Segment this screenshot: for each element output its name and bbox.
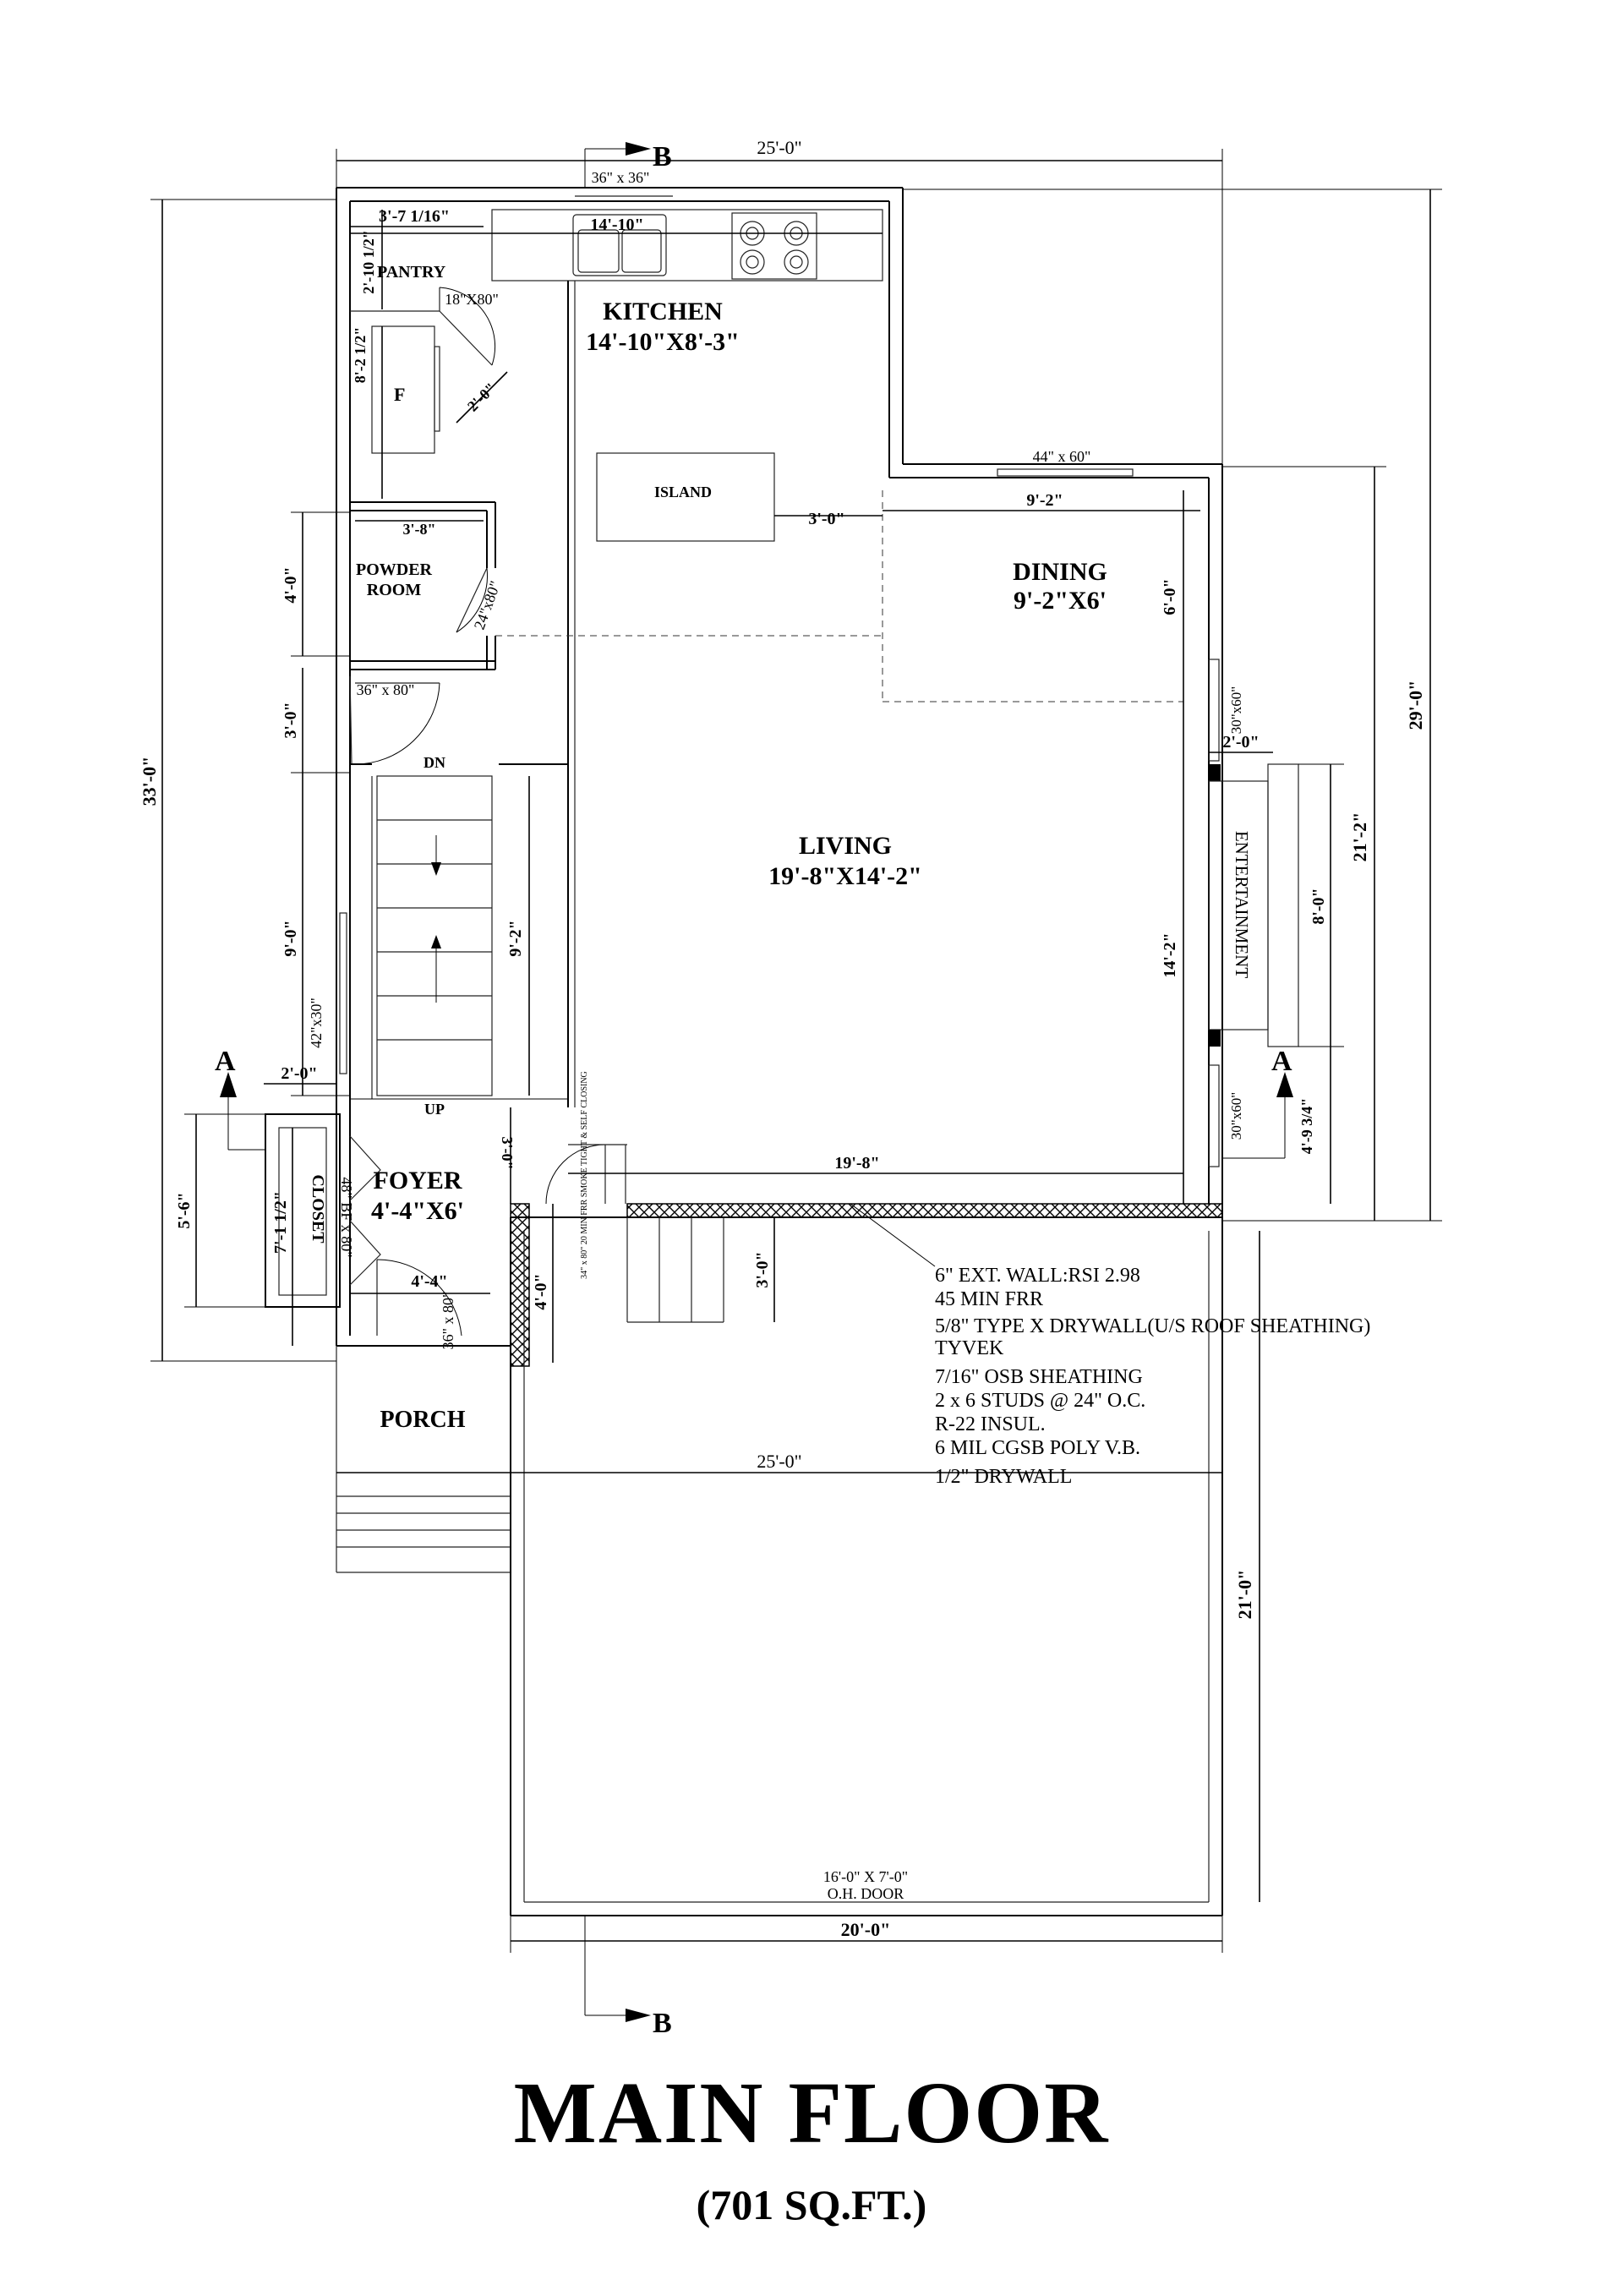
foyer-width-dim: 4'-4" — [411, 1272, 447, 1291]
section-mark-b-top: B — [653, 141, 672, 172]
dining-width-dim: 9'-2" — [1026, 491, 1063, 510]
garage-door-label: O.H. DOOR — [828, 1885, 904, 1902]
entertainment-area — [1208, 659, 1299, 1167]
overall-mid-dim: 25'-0" — [757, 1451, 801, 1472]
pantry-label: PANTRY — [377, 263, 446, 282]
stair-window-label: 42"x30" — [308, 998, 325, 1048]
island-counter — [596, 452, 775, 542]
section-mark-a-left: A — [215, 1046, 236, 1077]
living-size: 19'-8"X14'-2" — [768, 862, 922, 890]
dining-size: 9'-2"X6' — [1014, 587, 1107, 615]
closet-door-label: 48" BF x 80" — [338, 1177, 355, 1257]
right-overall-dim: 29'-0" — [1405, 681, 1426, 730]
powder-label-1: POWDER — [356, 560, 433, 579]
garage-door-size: 16'-0" X 7'-0" — [823, 1868, 908, 1885]
porch-label: PORCH — [380, 1407, 465, 1433]
kitchen-window-label: 44" x 60" — [1033, 448, 1091, 465]
garage-step-dim: 3'-0" — [753, 1251, 772, 1287]
section-cuts — [220, 142, 1293, 2022]
stair-length-dim: 9'-2" — [506, 920, 525, 956]
powder-door-label: 24"x80" — [471, 578, 504, 631]
powder-depth-dim: 4'-0" — [281, 566, 300, 603]
living-depth-dim: 14'-2" — [1161, 932, 1179, 977]
floor-area-note: (701 SQ.FT.) — [696, 2181, 927, 2228]
garage-depth-dim: 21'-0" — [1234, 1570, 1255, 1620]
entertainment-label: ENTERTAINMENT — [1232, 831, 1252, 979]
fridge-label: F — [394, 384, 405, 405]
dining-name: DINING — [1013, 558, 1107, 586]
living-window-lower-label: 30"x60" — [1228, 1092, 1244, 1140]
wall-note-4: TYVEK — [935, 1337, 1004, 1359]
wall-note-8: 6 MIL CGSB POLY V.B. — [935, 1437, 1140, 1459]
exterior-walls — [336, 187, 1223, 1346]
closet-length-dim: 7'-1 1/2" — [271, 1191, 290, 1254]
wall-construction-note: 6" EXT. WALL:RSI 2.98 45 MIN FRR 5/8" TY… — [935, 1265, 1370, 1488]
living-width-dim: 19'-8" — [834, 1154, 879, 1173]
wall-note-1: 6" EXT. WALL:RSI 2.98 — [935, 1265, 1140, 1287]
closet-offset-dim: 2'-0" — [281, 1064, 317, 1083]
dining-depth-dim: 6'-0" — [1161, 578, 1179, 615]
wall-note-5: 7/16" OSB SHEATHING — [935, 1366, 1143, 1388]
pantry-width-dim: 3'-7 1/16" — [379, 207, 450, 226]
stair-run-dim: 9'-0" — [281, 920, 300, 956]
dimension-lines — [150, 149, 1442, 1953]
kitchen-size: 14'-10"X8'-3" — [586, 328, 740, 356]
foyer-size: 4'-4"X6' — [371, 1197, 464, 1225]
pantry-door-label: 18"X80" — [445, 291, 499, 308]
kitchen-name: KITCHEN — [603, 298, 723, 325]
wall-note-7: R-22 INSUL. — [935, 1413, 1046, 1435]
powder-label-2: ROOM — [367, 581, 422, 599]
foyer-name: FOYER — [374, 1167, 462, 1194]
kitchen-area — [350, 195, 1134, 1107]
fridge-depth-dim: 8'-2 1/2" — [352, 327, 369, 384]
sink-size-label: 36" x 36" — [592, 169, 650, 186]
foyer-door-depth-dim: 4'-0" — [532, 1273, 550, 1309]
section-mark-a-right: A — [1271, 1046, 1292, 1077]
overall-top-dim: 25'-0" — [757, 137, 801, 158]
wall-note-2: 45 MIN FRR — [935, 1288, 1043, 1310]
stair-down-label: DN — [424, 754, 445, 771]
drawing-title: MAIN FLOOR — [513, 2064, 1110, 2162]
garage-width-dim: 20'-0" — [841, 1919, 891, 1940]
window-offset-dim: 4'-9 3/4" — [1298, 1098, 1315, 1155]
closet-label: CLOSET — [309, 1174, 327, 1244]
foyer-stair-gap-dim: 3'-0" — [499, 1137, 516, 1170]
entertainment-offset-dim: 2'-0" — [1222, 733, 1259, 752]
pantry-depth-dim: 2'-10 1/2" — [360, 230, 377, 294]
stair-door-label: 36" x 80" — [357, 681, 415, 698]
island-label: ISLAND — [654, 484, 712, 500]
right-living-dim: 21'-2" — [1349, 812, 1370, 862]
garage-area — [510, 1217, 1223, 1916]
wall-note-3: 5/8" TYPE X DRYWALL(U/S ROOF SHEATHING) — [935, 1315, 1370, 1337]
stair-up-label: UP — [424, 1101, 445, 1118]
foyer-area — [265, 1113, 627, 1347]
title-block: MAIN FLOOR (701 SQ.FT.) — [0, 2063, 1623, 2229]
garage-fire-wall-side — [510, 1203, 530, 1367]
living-name: LIVING — [799, 832, 892, 860]
island-gap-dim: 3'-0" — [808, 510, 844, 528]
closet-outer-dim: 5'-6" — [175, 1192, 194, 1228]
garage-fire-door-label: 34" x 80" 20 MIN FRR SMOKE TIGHT & SELF … — [580, 1071, 589, 1279]
powder-width-dim: 3'-8" — [403, 521, 436, 538]
living-window-upper-label: 30"x60" — [1228, 686, 1244, 734]
wall-note-9: 1/2" DRYWALL — [935, 1466, 1072, 1488]
stair-area — [339, 675, 568, 1100]
wall-note-6: 2 x 6 STUDS @ 24" O.C. — [935, 1390, 1145, 1412]
kitchen-run-dim: 14'-10" — [590, 216, 643, 234]
section-mark-b-bottom: B — [653, 2008, 672, 2039]
porch-area — [336, 1346, 511, 1573]
stair-landing-dim: 3'-0" — [281, 702, 300, 738]
garage-fire-wall — [626, 1203, 1223, 1218]
powder-room-area — [350, 501, 496, 670]
entertainment-width-dim: 8'-0" — [1309, 888, 1328, 924]
left-overall-dim: 33'-0" — [139, 757, 160, 806]
front-door-label: 36" x 80" — [440, 1292, 456, 1350]
